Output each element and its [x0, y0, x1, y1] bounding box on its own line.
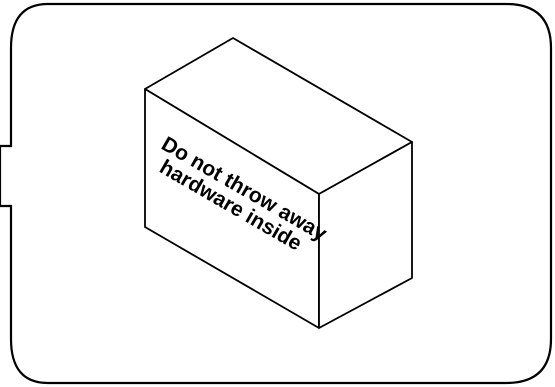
box-illustration	[144, 37, 413, 329]
box-side-face	[318, 141, 413, 329]
